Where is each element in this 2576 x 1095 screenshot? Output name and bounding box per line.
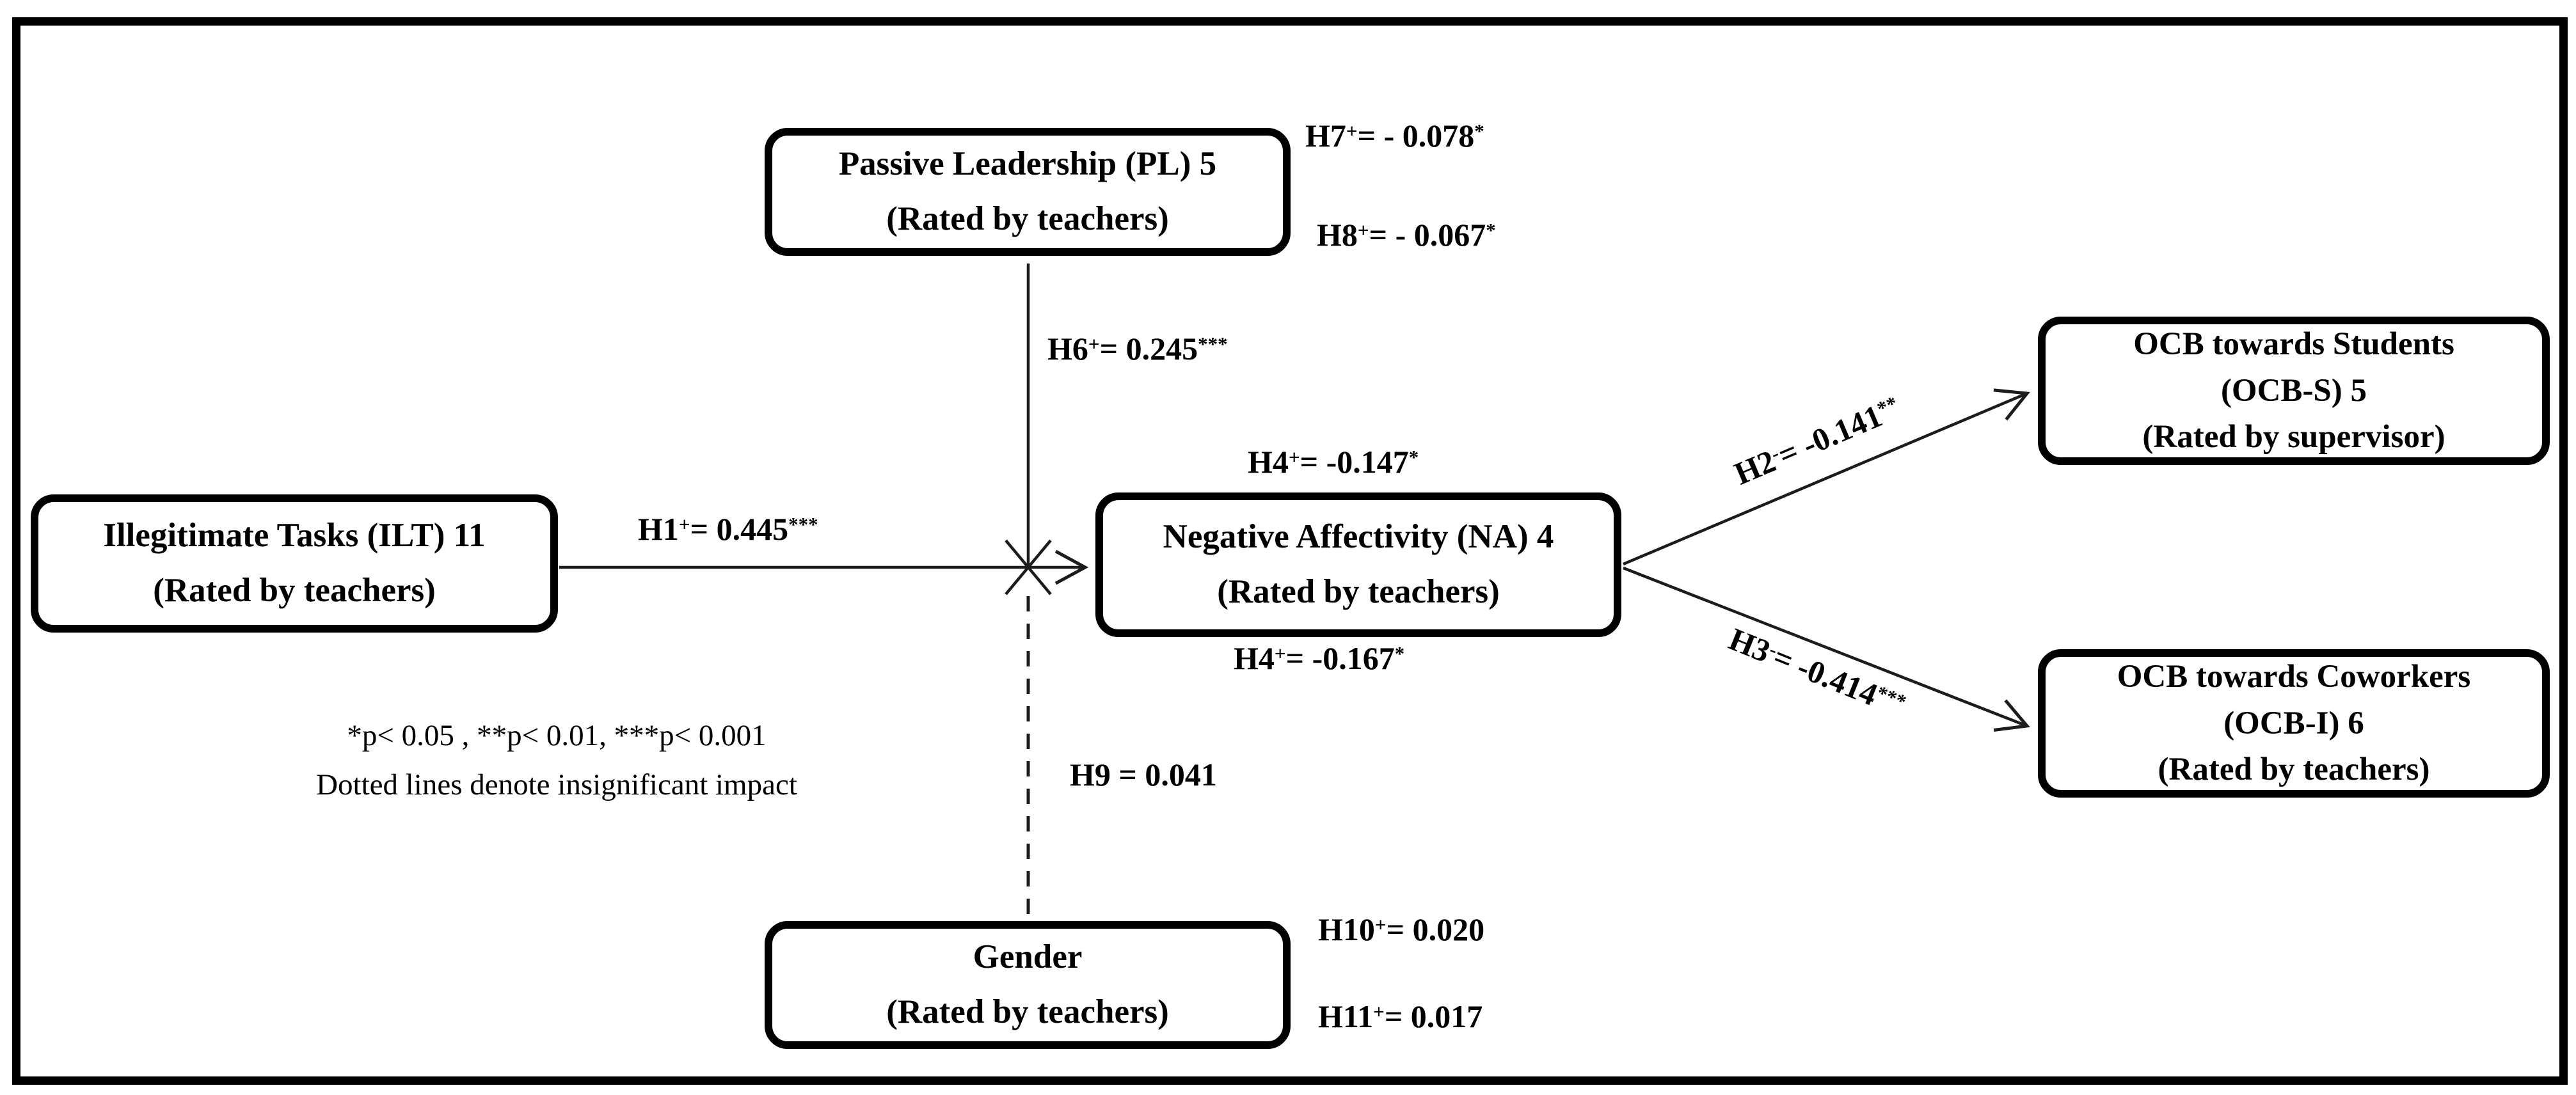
node-label-line: (Rated by teachers) (1217, 573, 1500, 610)
node-passive-leadership: Passive Leadership (PL) 5 (Rated by teac… (765, 128, 1291, 256)
dotted-lines-note: Dotted lines denote insignificant impact (316, 768, 797, 802)
path-label-h10: H10+= 0.020 (1318, 911, 1485, 947)
node-label-line: (OCB-S) 5 (2220, 372, 2367, 409)
node-gender: Gender (Rated by teachers) (765, 921, 1291, 1049)
node-label-line: (Rated by supervisor) (2142, 419, 2445, 455)
node-label-line: Negative Affectivity (NA) 4 (1163, 518, 1554, 556)
path-label-h8: H8+= - 0.067* (1317, 217, 1496, 253)
node-label-line: (Rated by teachers) (886, 993, 1169, 1030)
node-label-line: (Rated by teachers) (153, 572, 436, 609)
node-label-line: OCB towards Coworkers (2117, 659, 2471, 695)
diagram-outer-border (12, 17, 2568, 1085)
node-label-line: (OCB-I) 6 (2223, 705, 2364, 741)
significance-thresholds: *p< 0.05 , **p< 0.01, ***p< 0.001 (347, 719, 767, 752)
path-label-h4-bottom: H4+= -0.167* (1234, 640, 1405, 676)
node-label-line: Gender (973, 938, 1083, 976)
node-label-line: Passive Leadership (PL) 5 (838, 145, 1217, 183)
path-label-h9: H9 = 0.041 (1070, 757, 1217, 792)
node-label-line: Illegitimate Tasks (ILT) 11 (103, 517, 486, 555)
significance-note: *p< 0.05 , **p< 0.01, ***p< 0.001 Dotted… (205, 711, 909, 810)
node-illegitimate-tasks: Illegitimate Tasks (ILT) 11 (Rated by te… (31, 494, 558, 633)
path-label-h1: H1+= 0.445*** (638, 511, 818, 547)
node-label-line: (Rated by teachers) (2158, 752, 2430, 788)
na-to-ocbs-arrow (1623, 388, 2030, 566)
node-negative-affectivity: Negative Affectivity (NA) 4 (Rated by te… (1095, 492, 1621, 637)
path-label-h7: H7+= - 0.078* (1305, 118, 1484, 154)
path-label-h6: H6+= 0.245*** (1047, 331, 1228, 366)
node-label-line: (Rated by teachers) (886, 200, 1169, 237)
node-ocb-students: OCB towards Students (OCB-S) 5 (Rated by… (2038, 317, 2550, 465)
node-ocb-coworkers: OCB towards Coworkers (OCB-I) 6 (Rated b… (2038, 649, 2550, 798)
path-label-h4-top: H4+= -0.147* (1248, 444, 1419, 480)
node-label-line: OCB towards Students (2133, 326, 2454, 363)
na-to-ocbi-arrow (1623, 566, 2030, 732)
path-label-h11: H11+= 0.017 (1318, 998, 1483, 1034)
